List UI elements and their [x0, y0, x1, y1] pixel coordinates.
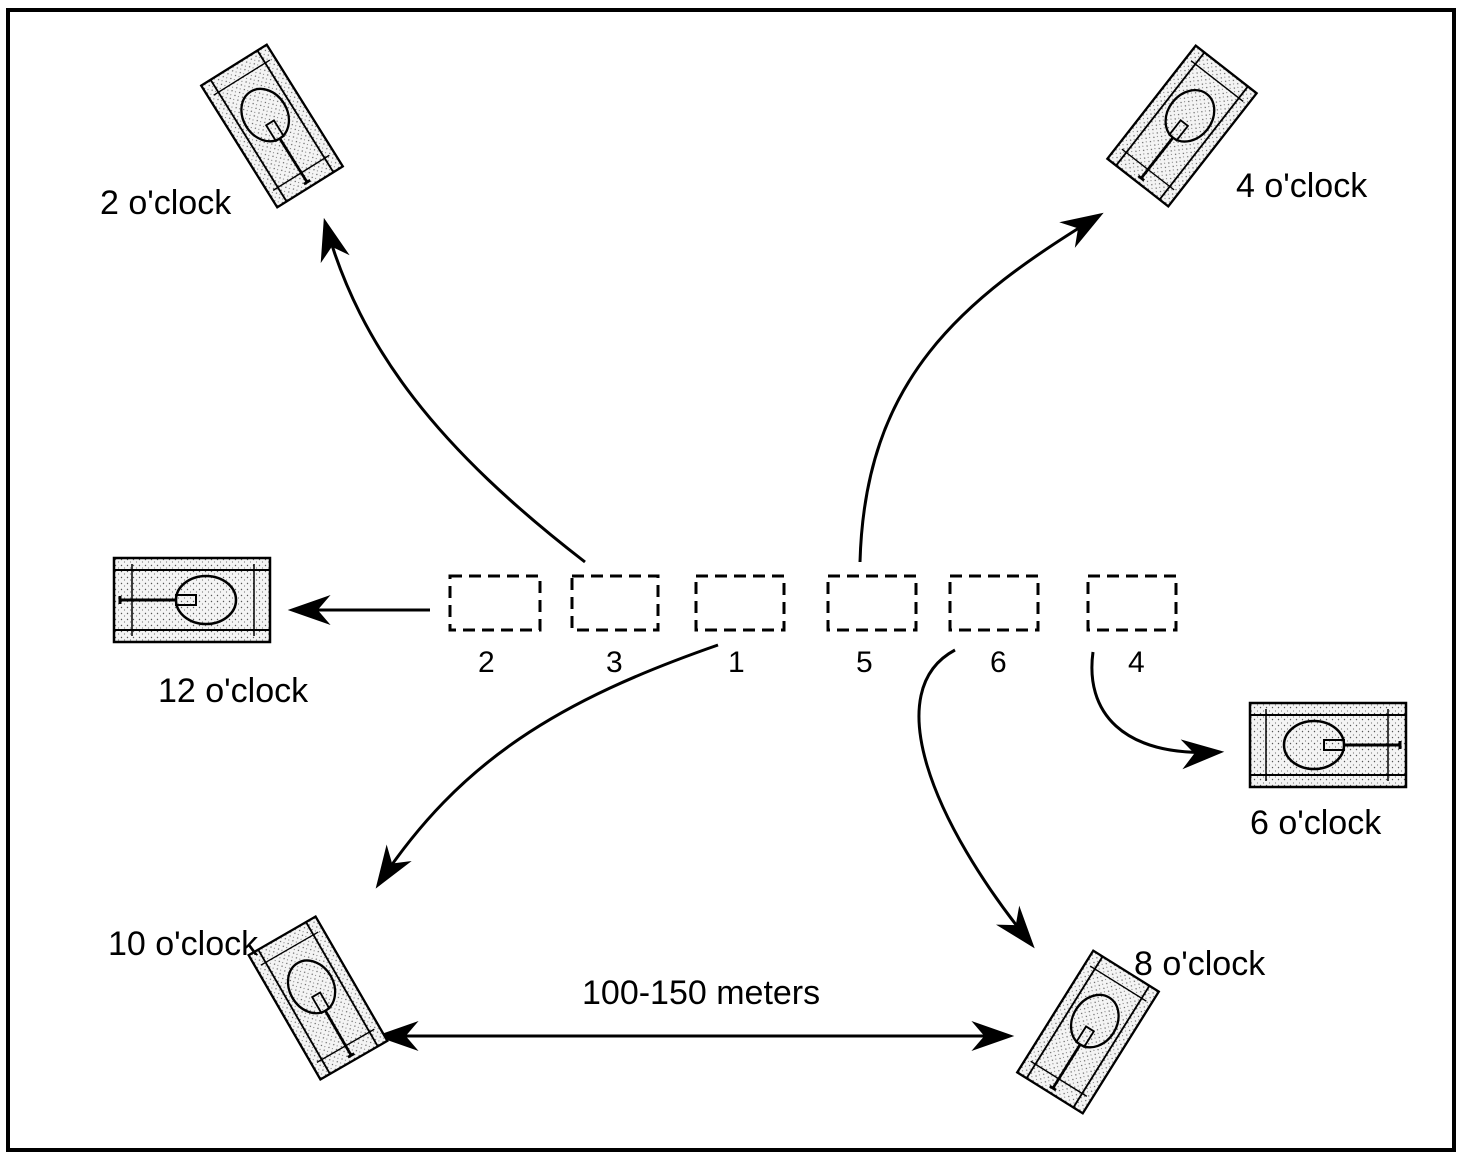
slot-box-3 [570, 574, 660, 632]
slot-label-2: 2 [478, 646, 495, 679]
slot-label-4: 4 [1128, 646, 1145, 679]
tank-icon-6-oclock [1248, 701, 1408, 789]
slot-box-4 [1086, 574, 1178, 632]
slot-label-6: 6 [990, 646, 1007, 679]
slot-box-1 [694, 574, 786, 632]
slot-box-2 [448, 574, 542, 632]
slot-label-3: 3 [606, 646, 623, 679]
tank-icon-2-oclock [199, 43, 345, 209]
slot-label-1: 1 [728, 646, 745, 679]
arrow-to-8-oclock [917, 648, 1035, 949]
tank-icon-4-oclock [1105, 44, 1259, 208]
slot-box-5 [826, 574, 918, 632]
arrow-to-4-oclock [858, 212, 1104, 563]
label-8-oclock: 8 o'clock [1134, 945, 1266, 983]
distance-label: 100-150 meters [582, 974, 820, 1012]
label-12-oclock: 12 o'clock [158, 672, 309, 710]
arrow-to-10-oclock [375, 643, 719, 889]
label-6-oclock: 6 o'clock [1250, 804, 1382, 842]
tank-icon-12-oclock [112, 556, 272, 644]
diagram-border [6, 8, 1456, 1152]
slot-label-5: 5 [856, 646, 873, 679]
label-4-oclock: 4 o'clock [1236, 167, 1368, 205]
tank-icon-10-oclock [247, 915, 389, 1081]
slot-row [448, 574, 1178, 632]
arrow-to-2-oclock [320, 217, 586, 564]
slot-box-6 [948, 574, 1040, 632]
label-2-oclock: 2 o'clock [100, 184, 232, 222]
label-10-oclock: 10 o'clock [108, 925, 259, 963]
arrow-to-6-oclock [1090, 651, 1225, 770]
